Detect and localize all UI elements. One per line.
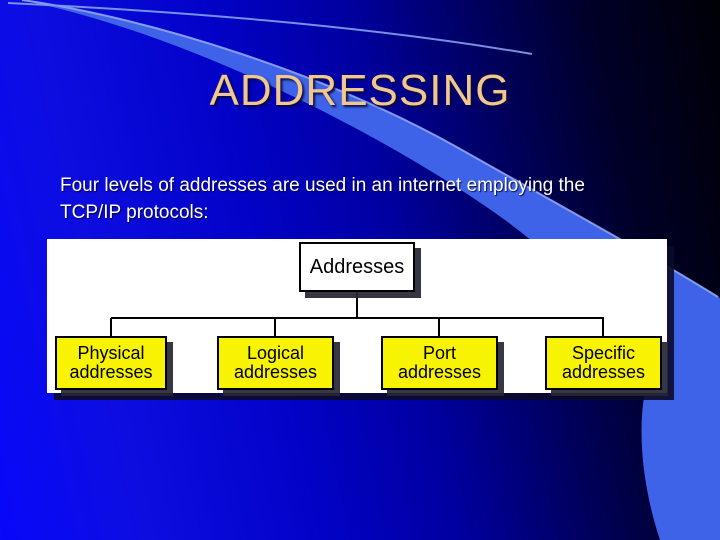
node-label-line: Logical — [246, 343, 305, 363]
diagram-connector-root — [356, 292, 358, 318]
slide-title: ADDRESSING — [209, 66, 511, 115]
orbit-arc — [7, 2, 533, 55]
node-label-line: Specific — [571, 343, 636, 363]
diagram-connector-physical — [110, 318, 112, 336]
figure-panel: Addresses Physical addresses Logical add… — [47, 239, 667, 393]
node-label-line: addresses — [69, 362, 153, 382]
node-label-line: Physical — [77, 343, 145, 363]
node-label-line: addresses — [397, 362, 482, 382]
node-physical-addresses: Physical addresses — [55, 336, 167, 390]
diagram-connector-horizontal — [111, 317, 604, 319]
node-logical-addresses: Logical addresses — [217, 336, 334, 390]
node-addresses: Addresses — [299, 242, 415, 292]
diagram-connector-specific — [602, 318, 604, 336]
node-specific-addresses: Specific addresses — [545, 336, 662, 390]
diagram-connector-port — [438, 318, 440, 336]
body-text: Four levels of addresses are used in an … — [60, 175, 585, 223]
node-label-line: addresses — [561, 362, 646, 382]
node-addresses-label: Addresses — [309, 255, 405, 278]
node-label-line: addresses — [233, 362, 318, 382]
node-label-line: Port — [422, 343, 456, 363]
diagram-connector-logical — [274, 318, 276, 336]
node-port-addresses: Port addresses — [381, 336, 498, 390]
